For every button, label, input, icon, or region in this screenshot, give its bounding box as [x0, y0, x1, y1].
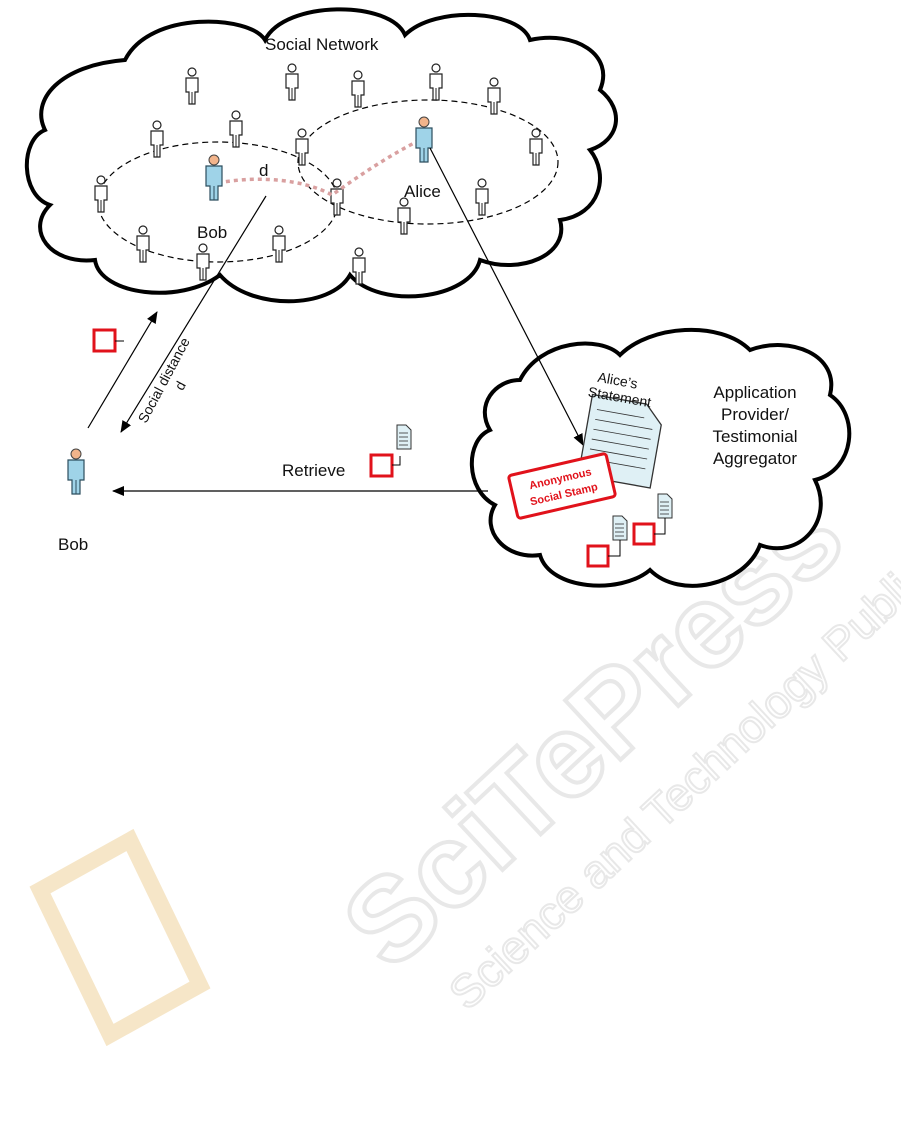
app-line1-text: Application: [713, 383, 796, 402]
social-network-label: Social Network: [265, 35, 379, 54]
aggregated-stamp-square-icon: [588, 546, 608, 566]
bob-label: Bob: [58, 535, 88, 554]
stamp-square-icon: [94, 330, 115, 351]
social-distance-label: Social distance d: [135, 335, 208, 434]
aggregated-document-icon: [658, 494, 672, 518]
aggregated-stamp-square-icon: [634, 524, 654, 544]
retrieved-stamp-square-icon: [371, 455, 392, 476]
social-distance-d-text: d: [171, 378, 189, 392]
bob-network-label: Bob: [197, 223, 227, 242]
bob-person-icon: [68, 449, 84, 494]
retrieved-document-icon: [397, 425, 411, 449]
watermark-logo: [40, 840, 200, 1035]
retrieve-label: Retrieve: [282, 461, 345, 480]
alice-label: Alice: [404, 182, 441, 201]
app-line3-text: Testimonial: [712, 427, 797, 446]
app-line4-text: Aggregator: [713, 449, 797, 468]
d-label: d: [259, 161, 268, 180]
social-distance-text: Social distance: [135, 335, 193, 426]
aggregated-document-icon: [613, 516, 627, 540]
app-line2-text: Provider/: [721, 405, 789, 424]
